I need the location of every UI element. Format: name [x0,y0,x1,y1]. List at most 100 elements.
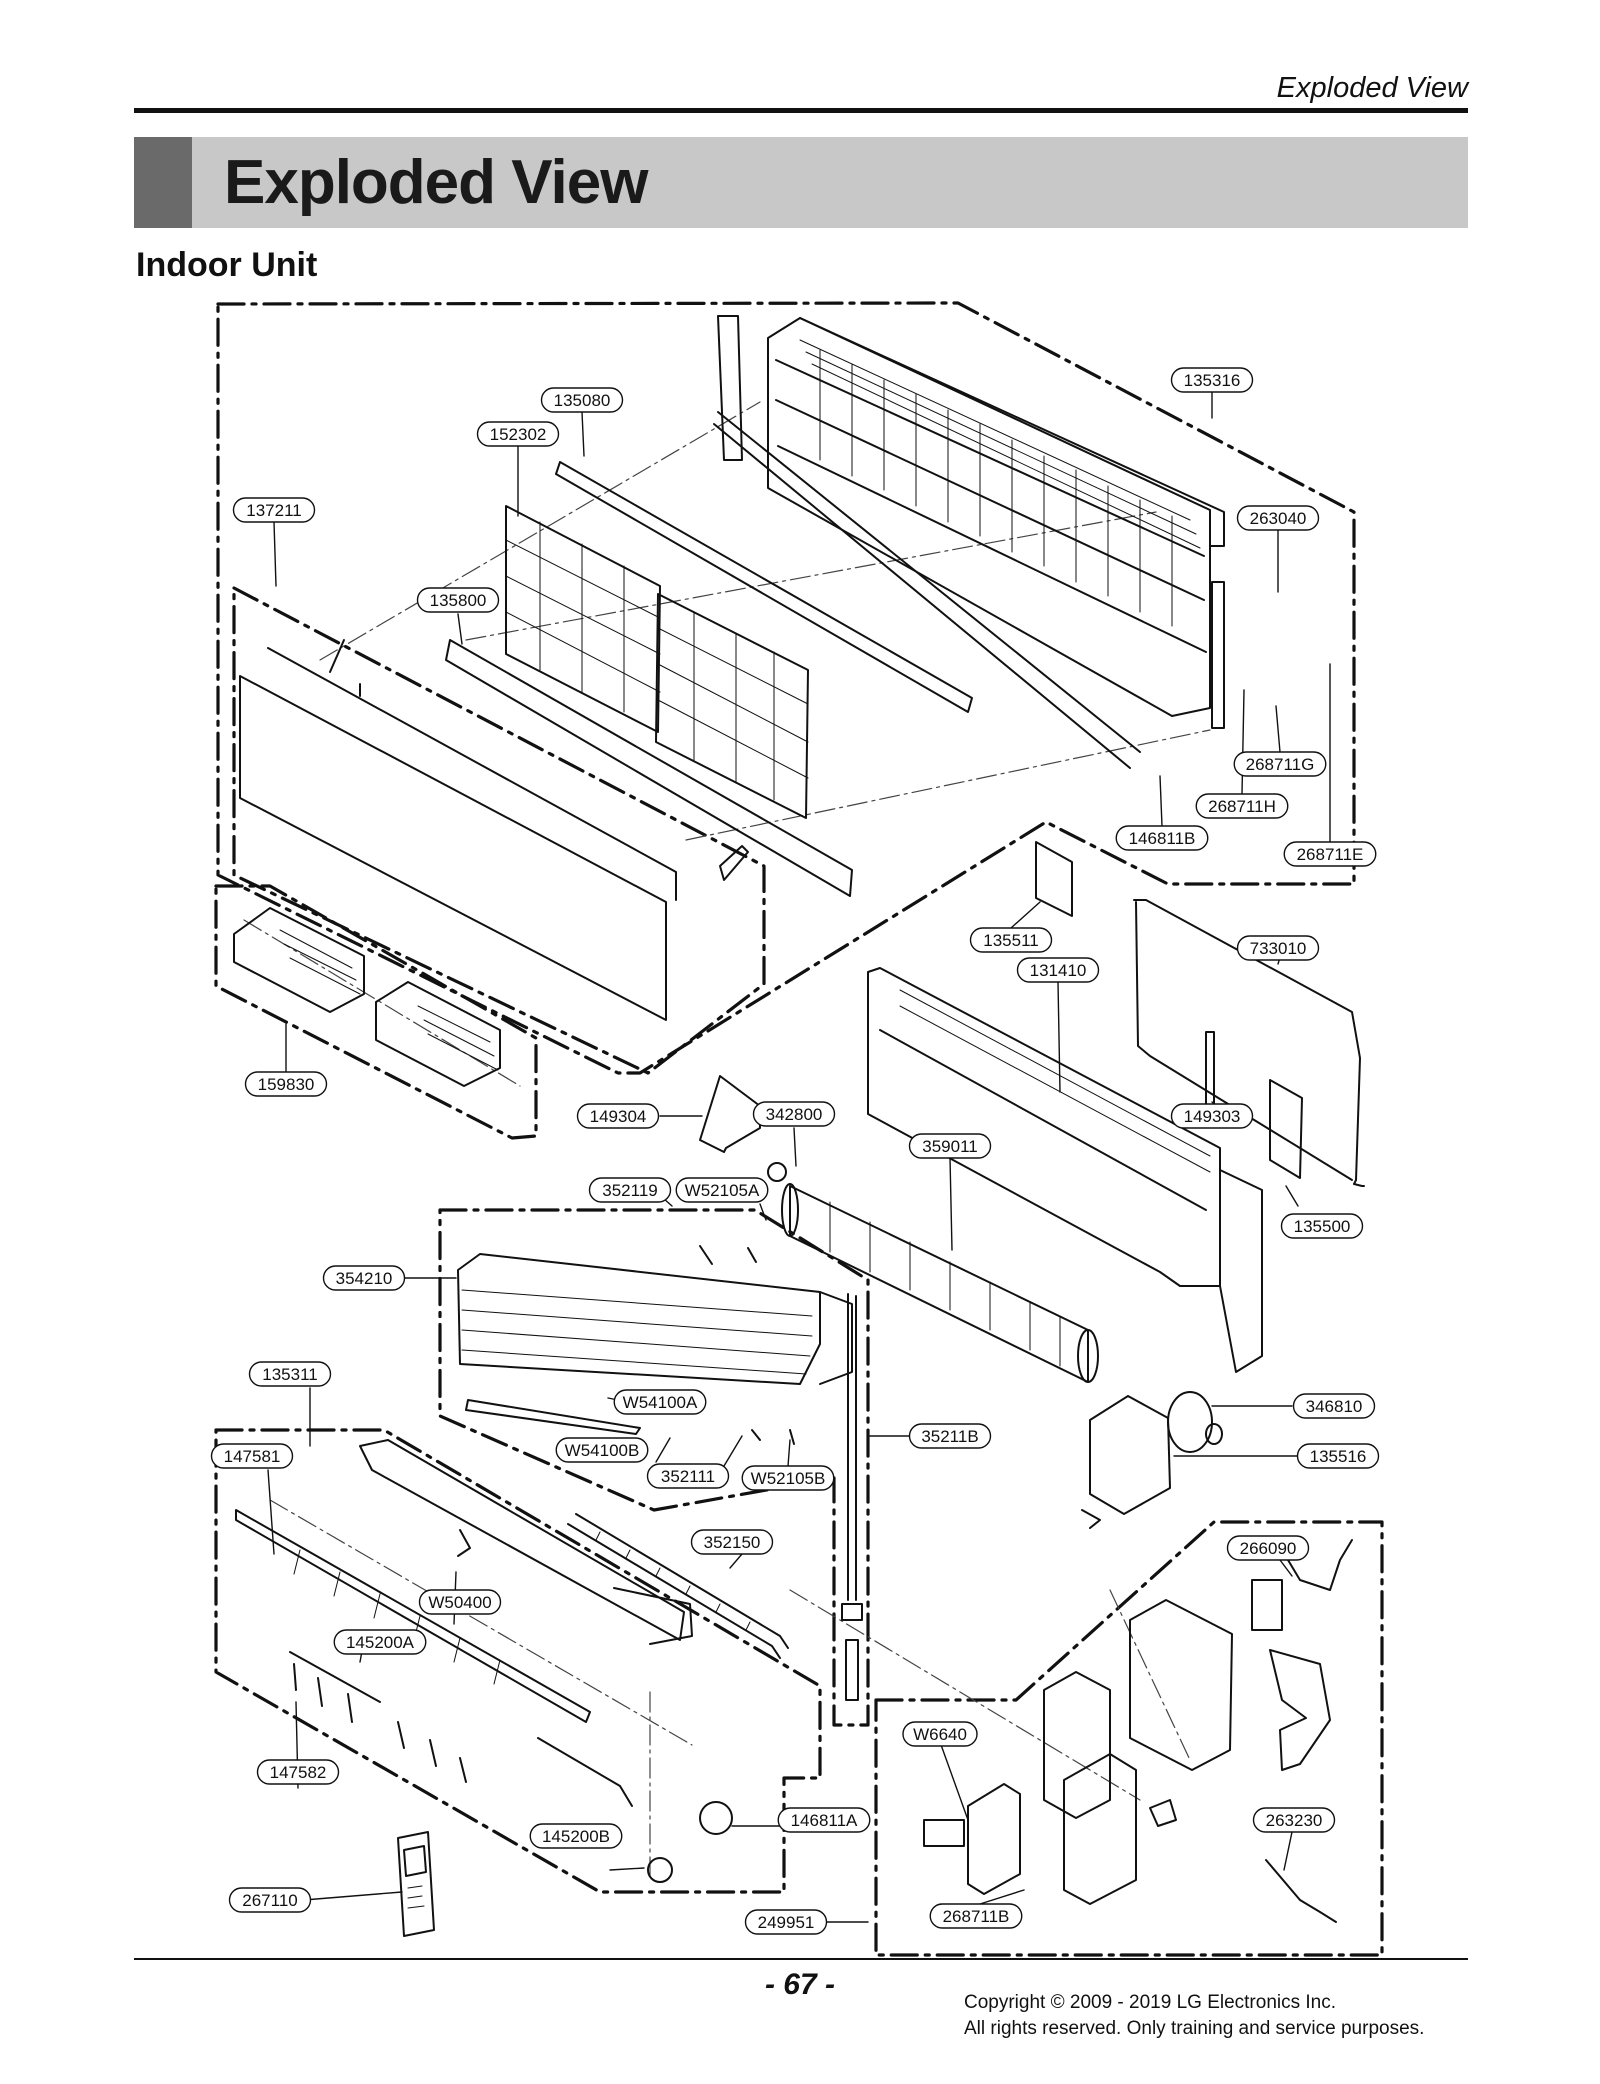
header-rule [134,108,1468,113]
copyright-line-1: Copyright © 2009 - 2019 LG Electronics I… [964,1992,1337,2013]
callout-bubble [1296,1443,1380,1469]
callout-bubble [576,1103,660,1129]
callout-label: 135500 [1294,1217,1351,1236]
title-banner: Exploded View [134,137,1468,228]
callout-bubble [1195,793,1289,819]
front-panel-drawing [239,639,749,1021]
callout-733010: 733010 [1236,935,1320,961]
page-number: - 67 - [764,1968,836,2001]
callout-W52105A: W52105A [675,1177,769,1203]
callout-label: 152302 [490,425,547,444]
callout-label: 268711H [1208,797,1276,816]
callout-135311: 135311 [248,1361,332,1387]
callout-268711E: 268711E [1283,841,1377,867]
boundary-front-panel [232,586,766,1075]
boundary-top-assembly [216,301,1356,1075]
boundary-control-box [874,1520,1384,1957]
chassis-drawing [713,315,1225,769]
guide-lines [243,401,1211,1881]
callout-bubble [232,497,316,523]
callout-bubble [1280,1213,1364,1239]
callout-W52105B: W52105B [741,1465,835,1491]
callout-bubble [244,1071,328,1097]
callout-label: 249951 [758,1913,815,1932]
callout-label: 145200B [542,1827,610,1846]
callout-bubble [675,1177,769,1203]
callout-label: W52105A [685,1181,760,1200]
callout-bubble [1233,751,1327,777]
group-boundaries [214,301,1384,1957]
callout-135316: 135316 [1170,367,1254,393]
callout-135080: 135080 [540,387,624,413]
callout-label: 268711G [1246,755,1315,774]
callout-bubble [1236,935,1320,961]
callout-135500: 135500 [1280,1213,1364,1239]
callout-354210: 354210 [322,1265,406,1291]
boundary-lower-assembly [214,1428,822,1894]
callout-bubble [1252,1807,1336,1833]
callout-label: 146811B [1129,829,1196,848]
callout-bubble [1283,841,1377,867]
callout-label: W54100B [565,1441,640,1460]
callout-159830: 159830 [244,1071,328,1097]
callout-352150: 352150 [690,1529,774,1555]
callout-label: 146811A [791,1811,858,1830]
callout-bubble [1292,1393,1376,1419]
callout-label: 135080 [554,391,611,410]
drain-pan-drawing [235,1439,693,1723]
callout-135516: 135516 [1296,1443,1380,1469]
callout-bubble [1170,1103,1254,1129]
callout-149303: 149303 [1170,1103,1254,1129]
callout-label: 149303 [1184,1107,1241,1126]
callout-268711H: 268711H [1195,793,1289,819]
callout-bubble [741,1465,835,1491]
callout-bubble [752,1101,836,1127]
callout-label: W54100A [623,1393,698,1412]
callout-bubble [476,421,560,447]
page-title: Exploded View [224,148,648,217]
motor-drawing [1081,1391,1223,1529]
callout-bubble [333,1629,427,1655]
callout-263230: 263230 [1252,1807,1336,1833]
callout-bubble [908,1133,992,1159]
callout-label: W50400 [428,1593,491,1612]
callout-359011: 359011 [908,1133,992,1159]
callout-bubble [418,1589,502,1615]
fan-drawing [767,1162,1099,1383]
callout-label: 145200A [346,1633,415,1652]
callout-267110: 267110 [228,1887,312,1913]
callout-147582: 147582 [256,1759,340,1785]
banner-accent-block [134,137,192,228]
control-box-drawing [923,1539,1353,1923]
callout-bubble [529,1823,623,1849]
callout-bubble [929,1903,1023,1929]
callout-label: 266090 [1240,1539,1297,1558]
callout-label: 352111 [661,1467,715,1486]
callout-label: W52105B [751,1469,826,1488]
callout-label: 268711B [943,1907,1010,1926]
callout-label: 263230 [1266,1811,1323,1830]
callout-label: 263040 [1250,509,1307,528]
callout-249951: 249951 [744,1909,828,1935]
callout-346810: 346810 [1292,1393,1376,1419]
callout-label: 135311 [262,1365,317,1384]
callout-352119: 352119 [588,1177,672,1203]
callout-bubble [777,1807,871,1833]
footer-rule [134,1958,1468,1960]
callout-W54100A: W54100A [613,1389,707,1415]
callout-35211B: 35211B [908,1423,992,1449]
callout-W50400: W50400 [418,1589,502,1615]
boundary-vanes-filter [214,884,538,1140]
callout-bubble [908,1423,992,1449]
callout-bubble [416,587,500,613]
callout-bubble [1236,505,1320,531]
callout-bubble [1115,825,1209,851]
callout-W54100B: W54100B [555,1437,649,1463]
callout-label: 342800 [766,1105,823,1124]
callout-label: 147582 [270,1763,327,1782]
callout-label: 159830 [258,1075,315,1094]
leader-lines [267,391,1331,1923]
callout-137211: 137211 [232,497,316,523]
